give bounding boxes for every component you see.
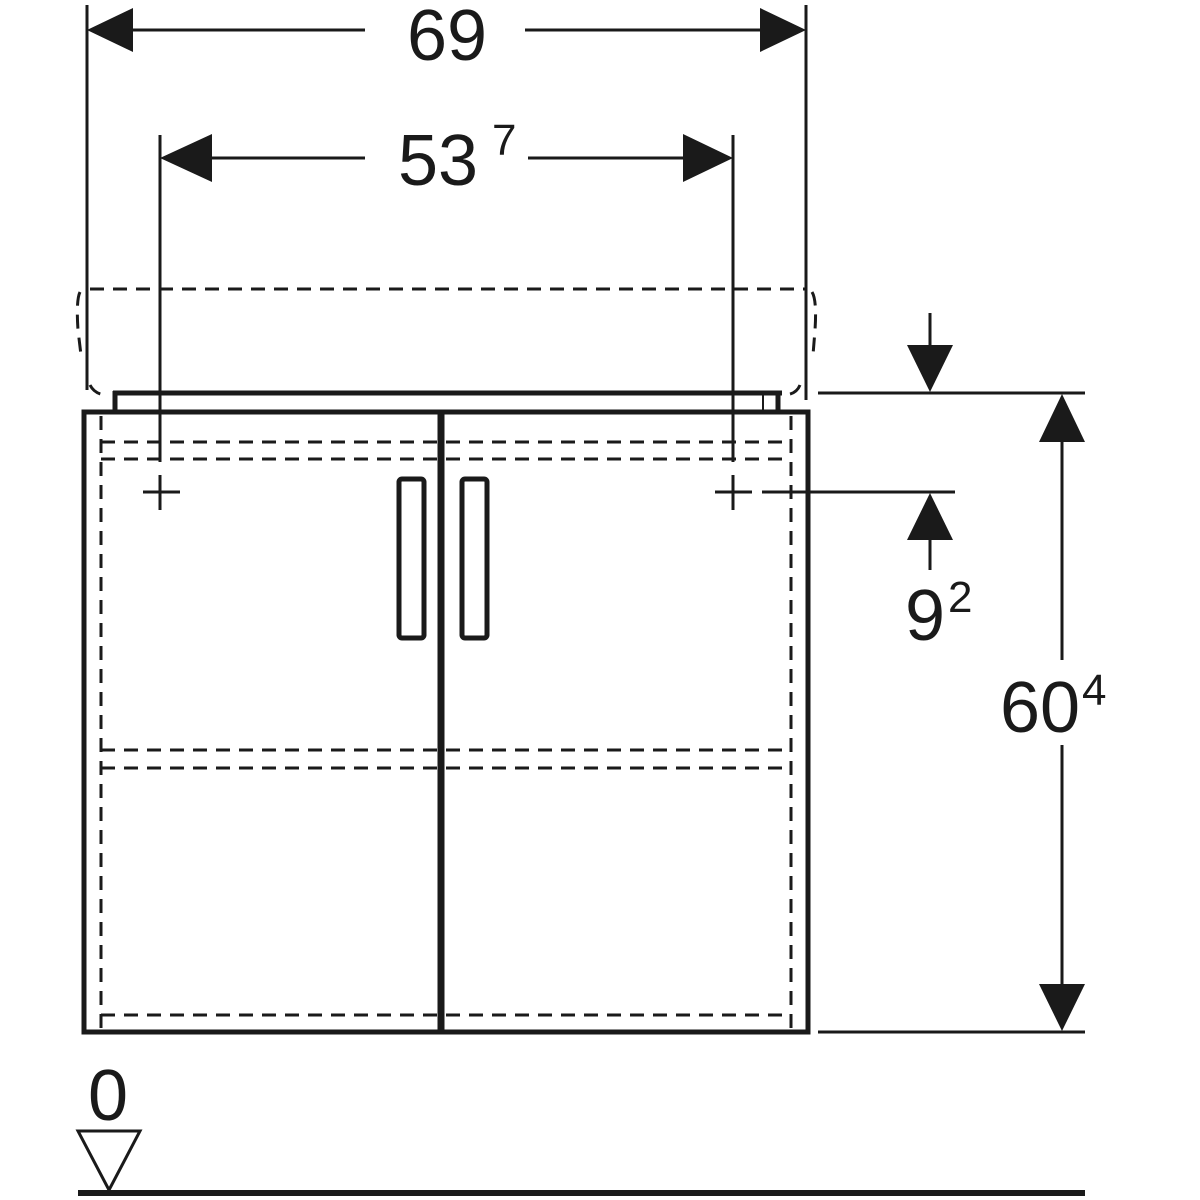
width-label: 69: [407, 0, 487, 76]
arrow-down-icon: [907, 345, 953, 392]
hole-marker-left: [143, 475, 180, 510]
hole-marker-right: [715, 475, 752, 510]
floor-level-marker: 0: [75, 1056, 1085, 1196]
level-triangle-icon: [75, 1129, 143, 1194]
arrow-left-icon: [160, 134, 212, 182]
cabinet-height-dimension: 60 4: [818, 394, 1106, 1034]
cabinet-height-label: 60: [1000, 668, 1080, 748]
hole-height-label: 9: [905, 576, 945, 656]
arrow-up-icon: [1039, 394, 1085, 442]
hole-spacing-label: 53: [398, 121, 478, 201]
hole-height-sup: 2: [948, 573, 972, 622]
basin-outline: [75, 287, 818, 397]
top-plate: [112, 390, 782, 412]
left-door-handle: [396, 476, 427, 641]
arrow-down-icon: [1039, 984, 1085, 1031]
floor-level-label: 0: [88, 1056, 128, 1136]
arrow-right-icon: [683, 134, 733, 182]
arrow-up-icon: [907, 493, 953, 540]
hidden-lines: [99, 416, 793, 1030]
right-door-handle: [459, 476, 490, 641]
arrow-right-icon: [760, 8, 806, 52]
cabinet-height-sup: 4: [1082, 666, 1106, 715]
cabinet-body: [81, 409, 811, 1035]
width-dimension: 69: [85, 0, 808, 400]
hole-height-dimension: 9 2: [762, 313, 1085, 656]
arrow-left-icon: [87, 8, 133, 52]
hole-spacing-sup: 7: [492, 116, 516, 165]
hole-spacing-dimension: 53 7: [158, 116, 735, 462]
